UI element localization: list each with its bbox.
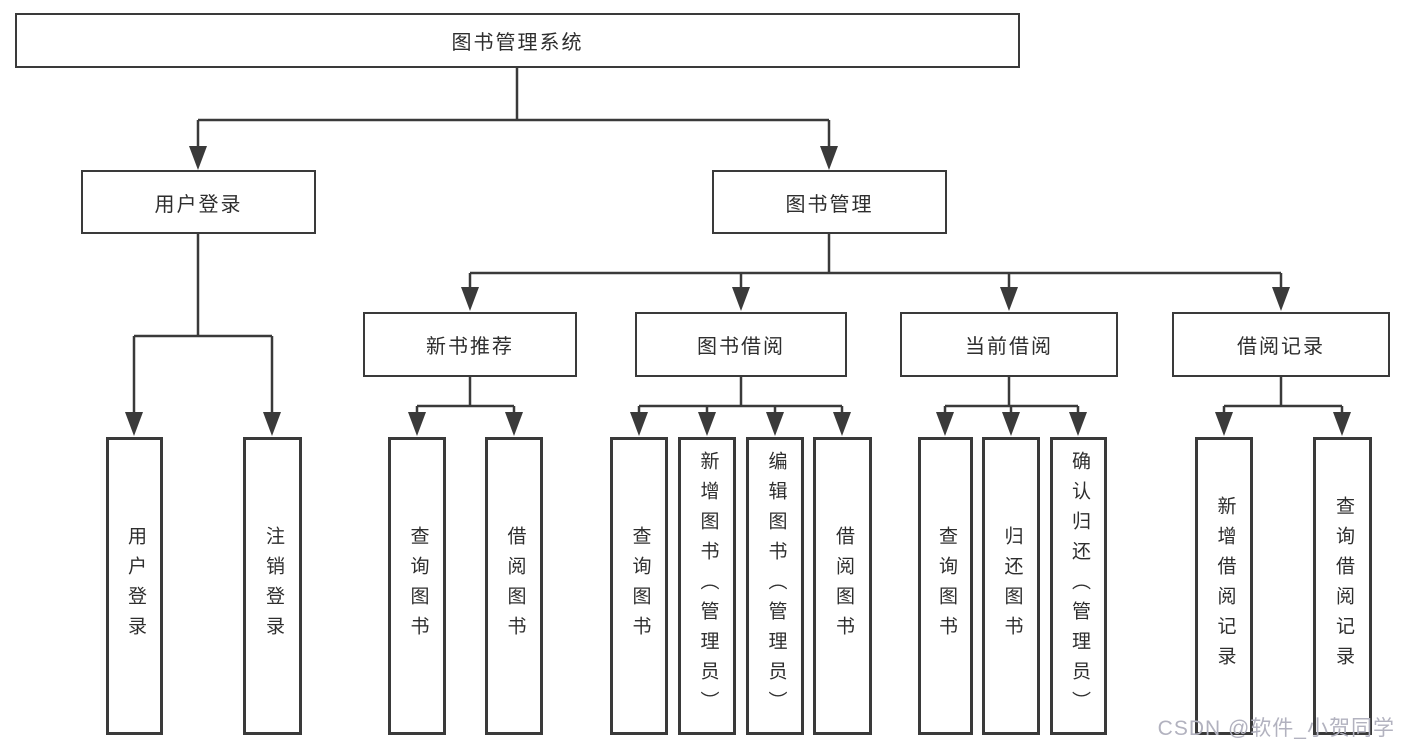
node-leaf-query-book-1-label: 查询图书 bbox=[407, 526, 429, 646]
arrowhead-icon bbox=[732, 287, 750, 311]
node-current-borrow-label: 当前借阅 bbox=[965, 336, 1053, 358]
node-current-borrow: 当前借阅 bbox=[900, 312, 1118, 377]
node-leaf-confirm-return-admin: 确认归还（管理员） bbox=[1050, 437, 1107, 735]
node-user-login: 用户登录 bbox=[81, 170, 316, 234]
node-leaf-add-book-admin: 新增图书（管理员） bbox=[678, 437, 736, 735]
node-leaf-confirm-return-admin-label: 确认归还（管理员） bbox=[1068, 451, 1090, 721]
arrowhead-icon bbox=[766, 412, 784, 436]
node-borrow-record: 借阅记录 bbox=[1172, 312, 1390, 377]
node-leaf-query-book-3: 查询图书 bbox=[918, 437, 973, 735]
node-leaf-query-borrow-record: 查询借阅记录 bbox=[1313, 437, 1372, 735]
arrowhead-icon bbox=[125, 412, 143, 436]
node-new-book-recommend: 新书推荐 bbox=[363, 312, 577, 377]
node-root: 图书管理系统 bbox=[15, 13, 1020, 68]
node-leaf-logout: 注销登录 bbox=[243, 437, 302, 735]
arrowhead-icon bbox=[461, 287, 479, 311]
node-user-login-label: 用户登录 bbox=[154, 193, 243, 216]
node-leaf-logout-label: 注销登录 bbox=[262, 526, 284, 646]
node-root-label: 图书管理系统 bbox=[451, 32, 584, 54]
arrowhead-icon bbox=[1069, 412, 1087, 436]
node-borrow-record-label: 借阅记录 bbox=[1237, 336, 1325, 358]
node-leaf-query-borrow-record-label: 查询借阅记录 bbox=[1332, 496, 1354, 676]
arrowhead-icon bbox=[1002, 412, 1020, 436]
node-leaf-user-login-label: 用户登录 bbox=[124, 526, 146, 646]
node-leaf-edit-book-admin: 编辑图书（管理员） bbox=[746, 437, 804, 735]
arrowhead-icon bbox=[189, 146, 207, 170]
connector-trunk-lines bbox=[134, 68, 1342, 408]
node-leaf-return-book-label: 归还图书 bbox=[1001, 526, 1023, 646]
node-leaf-query-book-2: 查询图书 bbox=[610, 437, 668, 735]
node-leaf-return-book: 归还图书 bbox=[982, 437, 1040, 735]
node-book-borrow-label: 图书借阅 bbox=[697, 336, 785, 358]
arrowhead-icon bbox=[505, 412, 523, 436]
arrowhead-icon bbox=[408, 412, 426, 436]
node-book-management-label: 图书管理 bbox=[785, 193, 874, 216]
node-leaf-query-book-3-label: 查询图书 bbox=[935, 526, 957, 646]
arrowhead-icon bbox=[263, 412, 281, 436]
node-leaf-borrow-book-1: 借阅图书 bbox=[485, 437, 543, 735]
node-leaf-borrow-book-2-label: 借阅图书 bbox=[832, 526, 854, 646]
node-leaf-add-book-admin-label: 新增图书（管理员） bbox=[697, 451, 719, 721]
arrowhead-icon bbox=[1215, 412, 1233, 436]
node-leaf-query-book-1: 查询图书 bbox=[388, 437, 446, 735]
arrowhead-icon bbox=[1333, 412, 1351, 436]
arrowhead-icon bbox=[833, 412, 851, 436]
arrowhead-icon bbox=[698, 412, 716, 436]
arrowhead-icon bbox=[936, 412, 954, 436]
arrowhead-icon bbox=[820, 146, 838, 170]
node-book-management: 图书管理 bbox=[712, 170, 947, 234]
node-leaf-user-login: 用户登录 bbox=[106, 437, 163, 735]
arrowhead-icon bbox=[1272, 287, 1290, 311]
node-leaf-borrow-book-1-label: 借阅图书 bbox=[504, 526, 526, 646]
node-new-book-recommend-label: 新书推荐 bbox=[426, 336, 514, 358]
node-book-borrow: 图书借阅 bbox=[635, 312, 847, 377]
arrowhead-icon bbox=[630, 412, 648, 436]
node-leaf-borrow-book-2: 借阅图书 bbox=[813, 437, 872, 735]
arrowhead-icon bbox=[1000, 287, 1018, 311]
node-leaf-query-book-2-label: 查询图书 bbox=[629, 526, 651, 646]
watermark: CSDN @软件_小贺同学 bbox=[1157, 717, 1395, 740]
node-leaf-edit-book-admin-label: 编辑图书（管理员） bbox=[765, 451, 787, 721]
node-leaf-add-borrow-record: 新增借阅记录 bbox=[1195, 437, 1253, 735]
node-leaf-add-borrow-record-label: 新增借阅记录 bbox=[1214, 496, 1236, 676]
